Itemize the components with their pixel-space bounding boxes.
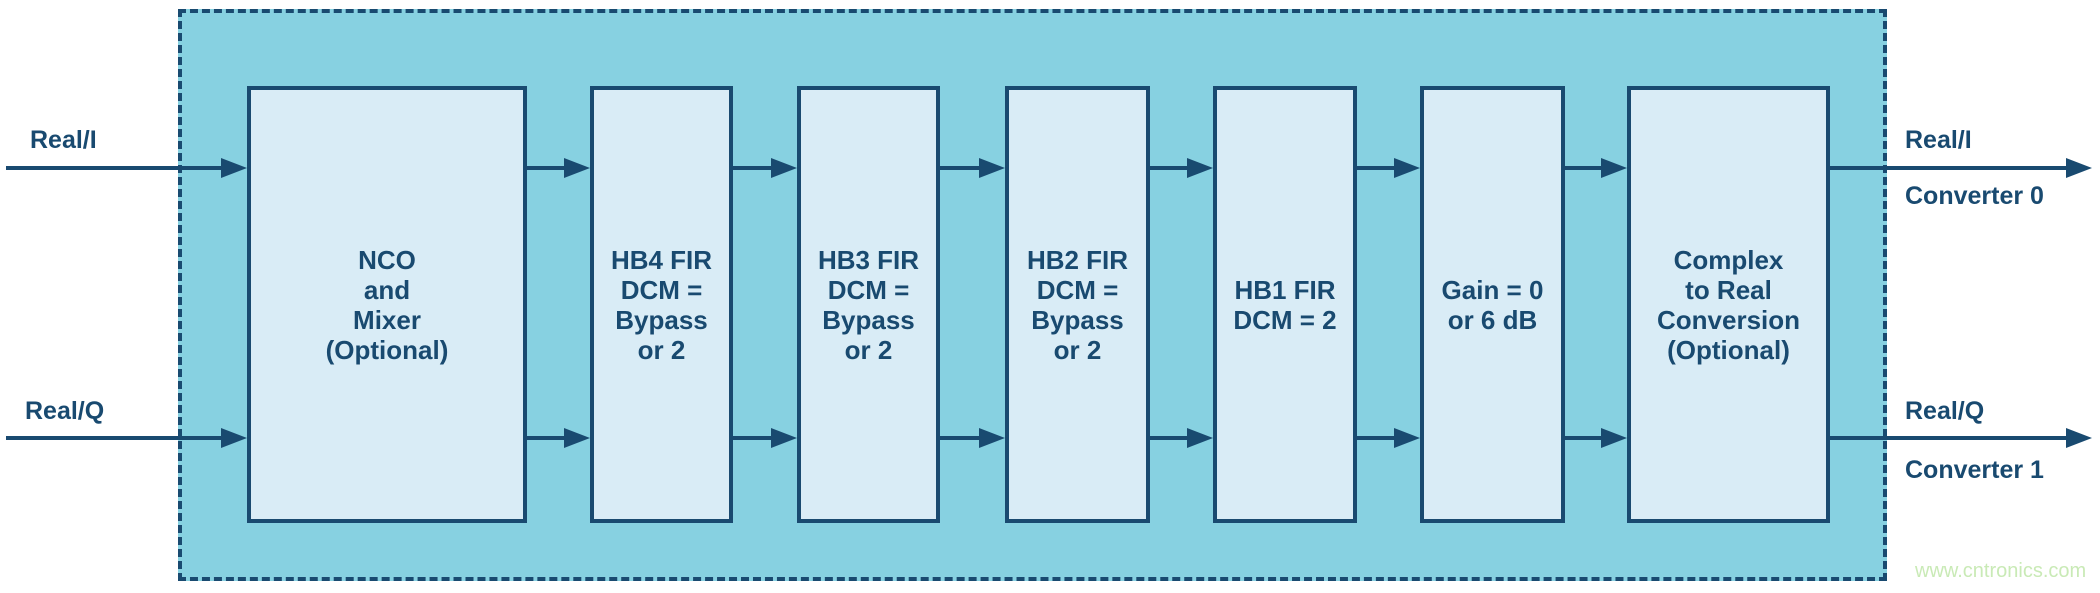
arrow-top-4 [1148,158,1213,178]
block-gain: Gain = 0 or 6 dB [1420,86,1565,523]
block-hb3-fir-label: HB3 FIR DCM = Bypass or 2 [817,244,920,365]
block-complex-to-real: Complex to Real Conversion (Optional) [1627,86,1830,523]
block-hb1-fir-label: HB1 FIR DCM = 2 [1233,274,1337,335]
output-label-converter-1: Converter 1 [1905,456,2044,484]
arrow-bottom-5 [1355,428,1420,448]
output-label-converter-0: Converter 0 [1905,182,2044,210]
arrow-bottom-4 [1148,428,1213,448]
watermark-text: www.cntronics.com [1915,560,2087,582]
block-nco-mixer-label: NCO and Mixer (Optional) [325,244,449,365]
output-label-real-q: Real/Q [1905,397,1985,425]
block-hb3-fir: HB3 FIR DCM = Bypass or 2 [797,86,940,523]
arrow-bottom-2 [731,428,797,448]
input-label-real-i: Real/I [30,126,97,154]
output-label-real-i: Real/I [1905,126,1972,154]
block-gain-label: Gain = 0 or 6 dB [1441,274,1544,335]
block-nco-mixer: NCO and Mixer (Optional) [247,86,527,523]
arrow-output-top [1828,158,2092,178]
arrow-top-1 [525,158,590,178]
arrow-bottom-3 [938,428,1005,448]
arrow-top-5 [1355,158,1420,178]
arrow-top-3 [938,158,1005,178]
arrow-output-bottom [1828,428,2092,448]
arrow-top-6 [1563,158,1627,178]
block-hb2-fir-label: HB2 FIR DCM = Bypass or 2 [1026,244,1129,365]
block-hb4-fir-label: HB4 FIR DCM = Bypass or 2 [610,244,713,365]
arrow-input-top [6,158,247,178]
block-complex-to-real-label: Complex to Real Conversion (Optional) [1656,244,1801,365]
arrow-bottom-1 [525,428,590,448]
block-hb2-fir: HB2 FIR DCM = Bypass or 2 [1005,86,1150,523]
arrow-input-bottom [6,428,247,448]
input-label-real-q: Real/Q [25,397,105,425]
arrow-bottom-6 [1563,428,1627,448]
block-hb1-fir: HB1 FIR DCM = 2 [1213,86,1357,523]
arrow-top-2 [731,158,797,178]
block-hb4-fir: HB4 FIR DCM = Bypass or 2 [590,86,733,523]
